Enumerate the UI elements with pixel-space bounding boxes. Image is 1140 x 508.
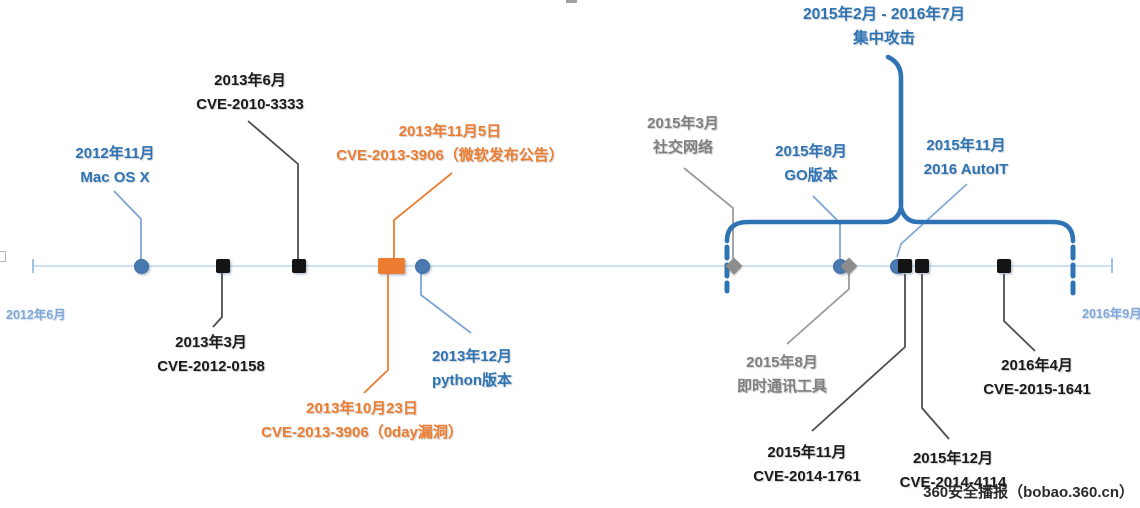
event-label-macosx: 2012年11月 Mac OS X [75,142,154,190]
event-name: CVE-2010-3333 [196,96,304,113]
event-date: 2013年10月23日 [306,400,418,417]
event-name: CVE-2014-1761 [753,468,861,485]
event-name: CVE-2014-4114 [899,474,1007,491]
event-name: 2016 AutoIT [923,161,1009,178]
attack-period-label: 2015年2月 - 2016年7月 集中攻击 [803,3,965,51]
connector-autoit [896,183,968,258]
marker-cve-2014-1761 [898,259,912,273]
connector-python-version [420,273,472,334]
event-name: CVE-2013-3906（微软发布公告） [336,147,564,164]
connector-cve-2015-1641 [1003,274,1036,352]
event-name: GO版本 [784,167,838,184]
marker-cve-2014-4114 [915,259,929,273]
marker-cve-2013-3906 [377,258,405,274]
event-date: 2013年3月 [175,334,247,351]
event-date: 2013年12月 [431,348,513,365]
attack-period-range: 2015年2月 - 2016年7月 [803,6,965,23]
event-date: 2012年11月 [75,145,155,162]
clipped-artifact-left [0,251,6,262]
attack-period-caption: 集中攻击 [852,30,916,47]
event-name: CVE-2015-1641 [983,381,1091,398]
event-label-cve-2015-1641: 2016年4月 CVE-2015-1641 [983,354,1091,402]
event-label-cve-2010-3333: 2013年6月 CVE-2010-3333 [196,69,304,117]
event-date: 2013年6月 [214,72,286,89]
connector-cve-2014-1761 [811,274,906,432]
event-name: 即时通讯工具 [736,378,828,395]
event-label-cve-2014-1761: 2015年11月 CVE-2014-1761 [753,441,861,489]
event-name: CVE-2013-3906（0day漏洞） [261,424,463,441]
event-date: 2015年11月 [926,137,1006,154]
marker-macosx [133,258,149,274]
event-label-social-network: 2015年3月 社交网络 [647,112,719,160]
event-date: 2015年8月 [775,143,847,160]
watermark: 360安全播报（bobao.360.cn） [923,484,1134,501]
event-date: 2015年11月 [767,444,847,461]
connector-go-version [812,195,841,259]
axis-start-label: 2012年6月 [6,308,66,322]
event-date: 2013年11月5日 [398,123,502,140]
event-label-python-version: 2013年12月 python版本 [432,345,512,393]
connector-cve-2014-4114 [921,274,950,440]
event-label-cve-2013-3906-advisory: 2013年11月5日 CVE-2013-3906（微软发布公告） [336,120,564,168]
connector-cve-2013-3906-0day [363,274,389,394]
event-name: Mac OS X [80,169,150,186]
connector-im-tools [786,274,850,345]
event-label-cve-2014-4114: 2015年12月 CVE-2014-4114 [900,447,1007,495]
clipped-artifact-top [566,0,577,3]
event-label-go-version: 2015年8月 GO版本 [775,140,847,188]
marker-python-version [414,258,430,274]
event-name: python版本 [432,372,512,389]
marker-cve-2015-1641 [997,259,1011,273]
event-name: 社交网络 [652,139,713,156]
connector-cve-2012-0158 [212,273,223,328]
event-name: CVE-2012-0158 [157,358,265,375]
marker-cve-2012-0158 [216,259,230,273]
event-label-cve-2012-0158: 2013年3月 CVE-2012-0158 [157,331,265,379]
marker-cve-2010-3333 [292,259,306,273]
event-label-cve-2013-3906-0day: 2013年10月23日 CVE-2013-3906（0day漏洞） [261,397,463,445]
event-date: 2015年12月 [912,450,994,467]
axis-end-label: 2016年9月 [1082,307,1140,321]
connector-cve-2010-3333 [247,120,299,259]
connector-macosx [113,190,142,259]
event-label-im-tools: 2015年8月 即时通讯工具 [737,351,827,399]
event-date: 2015年8月 [746,354,818,371]
event-label-autoit: 2015年11月 2016 AutoIT [924,134,1008,182]
connector-cve-2013-3906-advisory [393,172,453,258]
attack-period-brace [724,54,1076,296]
event-date: 2015年3月 [647,115,719,132]
connector-social-network [683,167,734,259]
event-date: 2016年4月 [1001,357,1073,374]
